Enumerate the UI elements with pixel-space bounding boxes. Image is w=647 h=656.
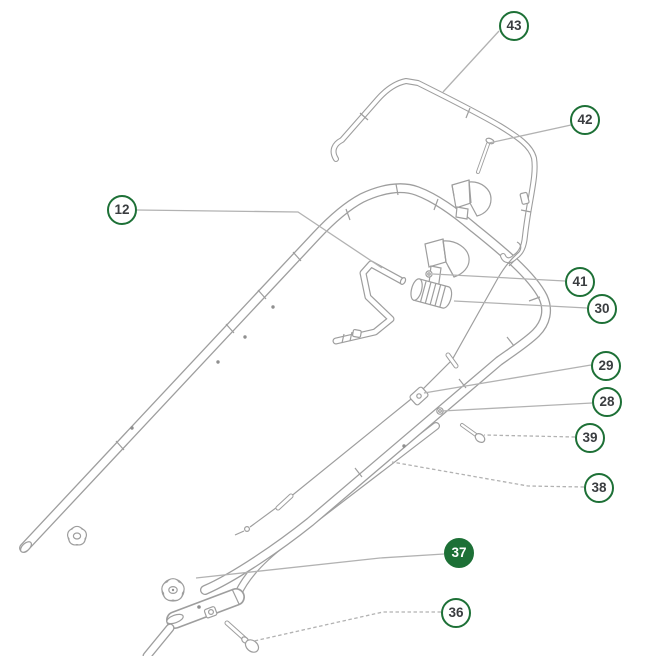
part-callout-37[interactable]: 37	[444, 538, 474, 568]
leader-line-29	[423, 364, 592, 394]
handle-knob-left	[67, 525, 87, 546]
lower-handle-section	[142, 588, 245, 656]
leader-line-38	[391, 461, 585, 488]
leader-line-28	[441, 402, 593, 412]
part-callout-41[interactable]: 41	[565, 267, 595, 297]
handle-knob	[161, 578, 185, 602]
part-callout-39[interactable]: 39	[575, 423, 605, 453]
control-lever	[332, 260, 407, 345]
bail-arm	[330, 78, 538, 264]
lower-handle-tube	[234, 422, 440, 598]
cable-end	[244, 525, 251, 532]
leader-line-43	[442, 30, 500, 93]
clutch-cable	[234, 241, 522, 536]
washer	[425, 270, 433, 278]
leader-line-36	[253, 611, 441, 642]
part-callout-28[interactable]: 28	[592, 387, 622, 417]
leader-line-39	[483, 434, 576, 438]
clamp-pin	[476, 137, 495, 174]
leader-line-12	[136, 209, 383, 269]
leader-line-37	[195, 553, 445, 579]
tube-open-end	[19, 541, 33, 553]
part-callout-29[interactable]: 29	[591, 351, 621, 381]
leader-line-41	[432, 273, 566, 282]
part-callout-38[interactable]: 38	[584, 473, 614, 503]
part-callout-42[interactable]: 42	[570, 105, 600, 135]
leader-lines	[136, 30, 593, 642]
leader-line-30	[453, 300, 588, 309]
bail-latch	[519, 191, 530, 205]
bolt-small	[460, 423, 486, 443]
ribbed-grip	[410, 278, 453, 309]
cable-clip	[409, 386, 429, 406]
part-callout-36[interactable]: 36	[441, 598, 471, 628]
part-callout-43[interactable]: 43	[499, 11, 529, 41]
leader-line-42	[488, 124, 572, 144]
bolt-large	[224, 620, 260, 653]
part-callout-12[interactable]: 12	[107, 195, 137, 225]
part-callout-30[interactable]: 30	[587, 294, 617, 324]
upper-handle	[19, 183, 552, 595]
handle-clamp-upper	[451, 179, 492, 220]
